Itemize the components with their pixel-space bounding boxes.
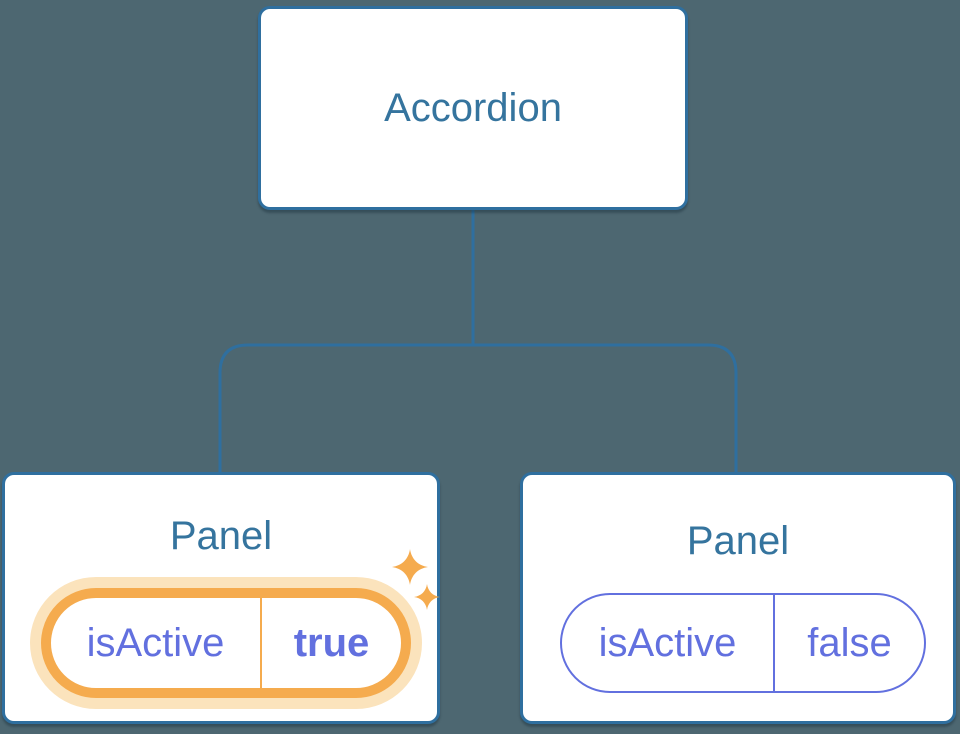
connector-branch [218,343,738,474]
state-value-label: true [293,620,370,665]
panel-node-active: Panel isActive true [2,472,440,724]
state-pill-active: isActive true [41,588,411,698]
state-pill-inactive: isActive false [560,593,926,693]
sparkle-star-large [392,549,428,585]
pill-divider [260,598,262,688]
state-key-label: isActive [598,620,737,665]
panel-title: Panel [686,519,790,563]
panel-title: Panel [169,514,273,558]
state-key-label: isActive [86,620,225,665]
sparkle-star-small [414,584,440,610]
state-value-label: false [807,620,892,665]
sparkles-icon [392,549,440,610]
panel-node-inactive: Panel isActive false [520,472,956,724]
accordion-node: Accordion [258,6,688,210]
pill-divider [773,595,775,691]
accordion-label: Accordion [384,85,562,130]
